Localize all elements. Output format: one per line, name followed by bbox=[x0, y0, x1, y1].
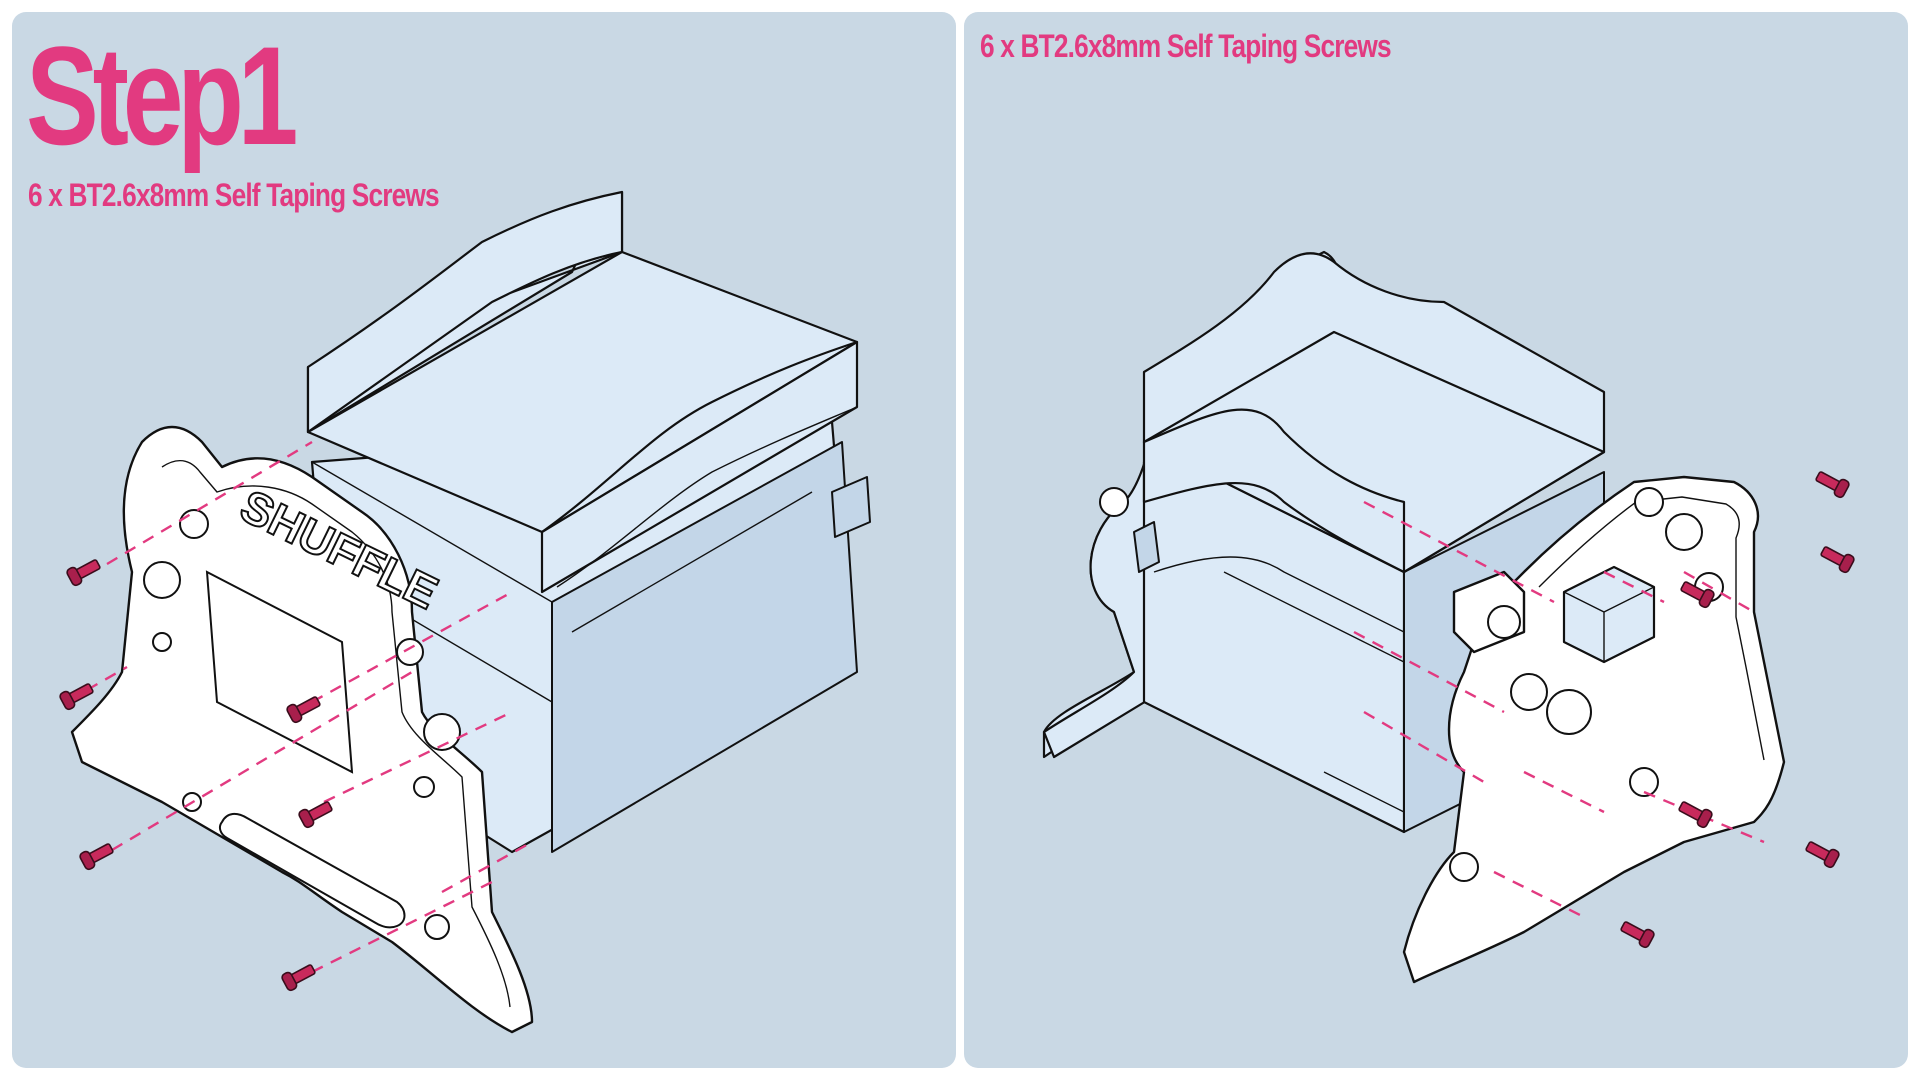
frame-hole-7 bbox=[424, 914, 450, 940]
screw-3 bbox=[286, 696, 321, 724]
right-tray-latch bbox=[1133, 521, 1160, 573]
back-hole-5 bbox=[1510, 673, 1548, 711]
left-panel: SHUFFLE bbox=[12, 12, 956, 1068]
tray-back-curve bbox=[306, 190, 624, 434]
back-hole-4 bbox=[1487, 605, 1521, 639]
frame-hole-4 bbox=[396, 638, 424, 666]
step-title: Step1 bbox=[26, 17, 298, 174]
frame-hole-3 bbox=[152, 632, 172, 652]
screw-5 bbox=[79, 843, 114, 871]
right-screw-3 bbox=[1680, 581, 1715, 609]
frame-window bbox=[205, 570, 354, 774]
back-hole-7 bbox=[1629, 767, 1659, 797]
back-hole-8 bbox=[1449, 852, 1479, 882]
back-hole-2 bbox=[1665, 513, 1703, 551]
right-tray-floor bbox=[1142, 330, 1606, 574]
side-plate-hole bbox=[1099, 487, 1129, 517]
tray-latch bbox=[831, 476, 871, 538]
right-exploded-view bbox=[1042, 250, 1855, 984]
right-panel: 6 x BT2.6x8mm Self Taping Screws bbox=[964, 12, 1908, 1068]
right-screw-5 bbox=[1805, 841, 1840, 869]
back-hole-1 bbox=[1634, 487, 1664, 517]
frame-hole-5 bbox=[423, 713, 461, 751]
right-screw-4 bbox=[1678, 801, 1713, 829]
screw-4 bbox=[298, 801, 333, 829]
right-screw-2 bbox=[1820, 546, 1855, 574]
screw-1 bbox=[66, 559, 101, 587]
right-screw-6 bbox=[1620, 921, 1655, 949]
left-panel-caption: 6 x BT2.6x8mm Self Taping Screws bbox=[28, 177, 440, 213]
back-panel-boss bbox=[1562, 565, 1656, 664]
frame-hole-1 bbox=[179, 509, 209, 539]
screw-6 bbox=[281, 964, 316, 992]
frame-hole-6 bbox=[413, 776, 435, 798]
frame-hole-2 bbox=[143, 561, 181, 599]
right-panel-caption: 6 x BT2.6x8mm Self Taping Screws bbox=[980, 28, 1392, 64]
back-panel bbox=[1402, 475, 1786, 984]
back-hole-6 bbox=[1546, 689, 1592, 735]
right-tray-front-wall bbox=[1142, 408, 1406, 574]
frame-slot bbox=[218, 812, 406, 929]
left-exploded-view: SHUFFLE bbox=[59, 190, 871, 1034]
screw-guides bbox=[86, 440, 533, 974]
screw-2 bbox=[59, 683, 94, 711]
right-screw-1 bbox=[1815, 471, 1850, 499]
